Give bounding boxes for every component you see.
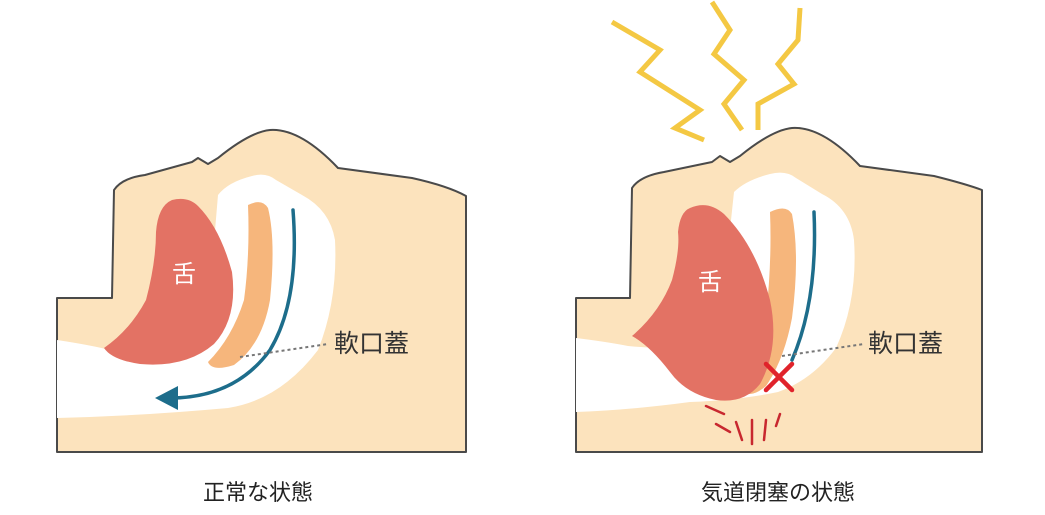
snore-zigzag-icon [709, 0, 748, 132]
caption-obstructed: 気道閉塞の状態 [701, 481, 855, 506]
panel-obstructed: 舌 軟口蓋 気道閉塞の状態 [575, 0, 983, 506]
airflow-arrowhead-icon [155, 386, 178, 410]
airflow-blocked-line-icon [790, 210, 817, 362]
palate-leader-line [239, 343, 329, 358]
blocked-cross-icon [763, 361, 795, 393]
soft-palate-label: 軟口蓋 [334, 329, 409, 358]
tongue [632, 205, 774, 401]
airflow-arrow-icon [168, 208, 297, 400]
palate-leader-line [781, 343, 865, 357]
vibration-lines-icon [704, 404, 782, 446]
snore-zigzag-icon [610, 19, 705, 143]
tongue-label: 舌 [698, 268, 722, 296]
panel-normal: 舌 軟口蓋 正常な状態 [56, 128, 467, 506]
caption-normal: 正常な状態 [203, 481, 313, 506]
soft-palate-label: 軟口蓋 [868, 329, 943, 358]
soft-palate [208, 202, 273, 368]
tongue [104, 198, 234, 365]
snore-zigzag-icon [755, 7, 803, 130]
tongue-label: 舌 [172, 260, 196, 288]
